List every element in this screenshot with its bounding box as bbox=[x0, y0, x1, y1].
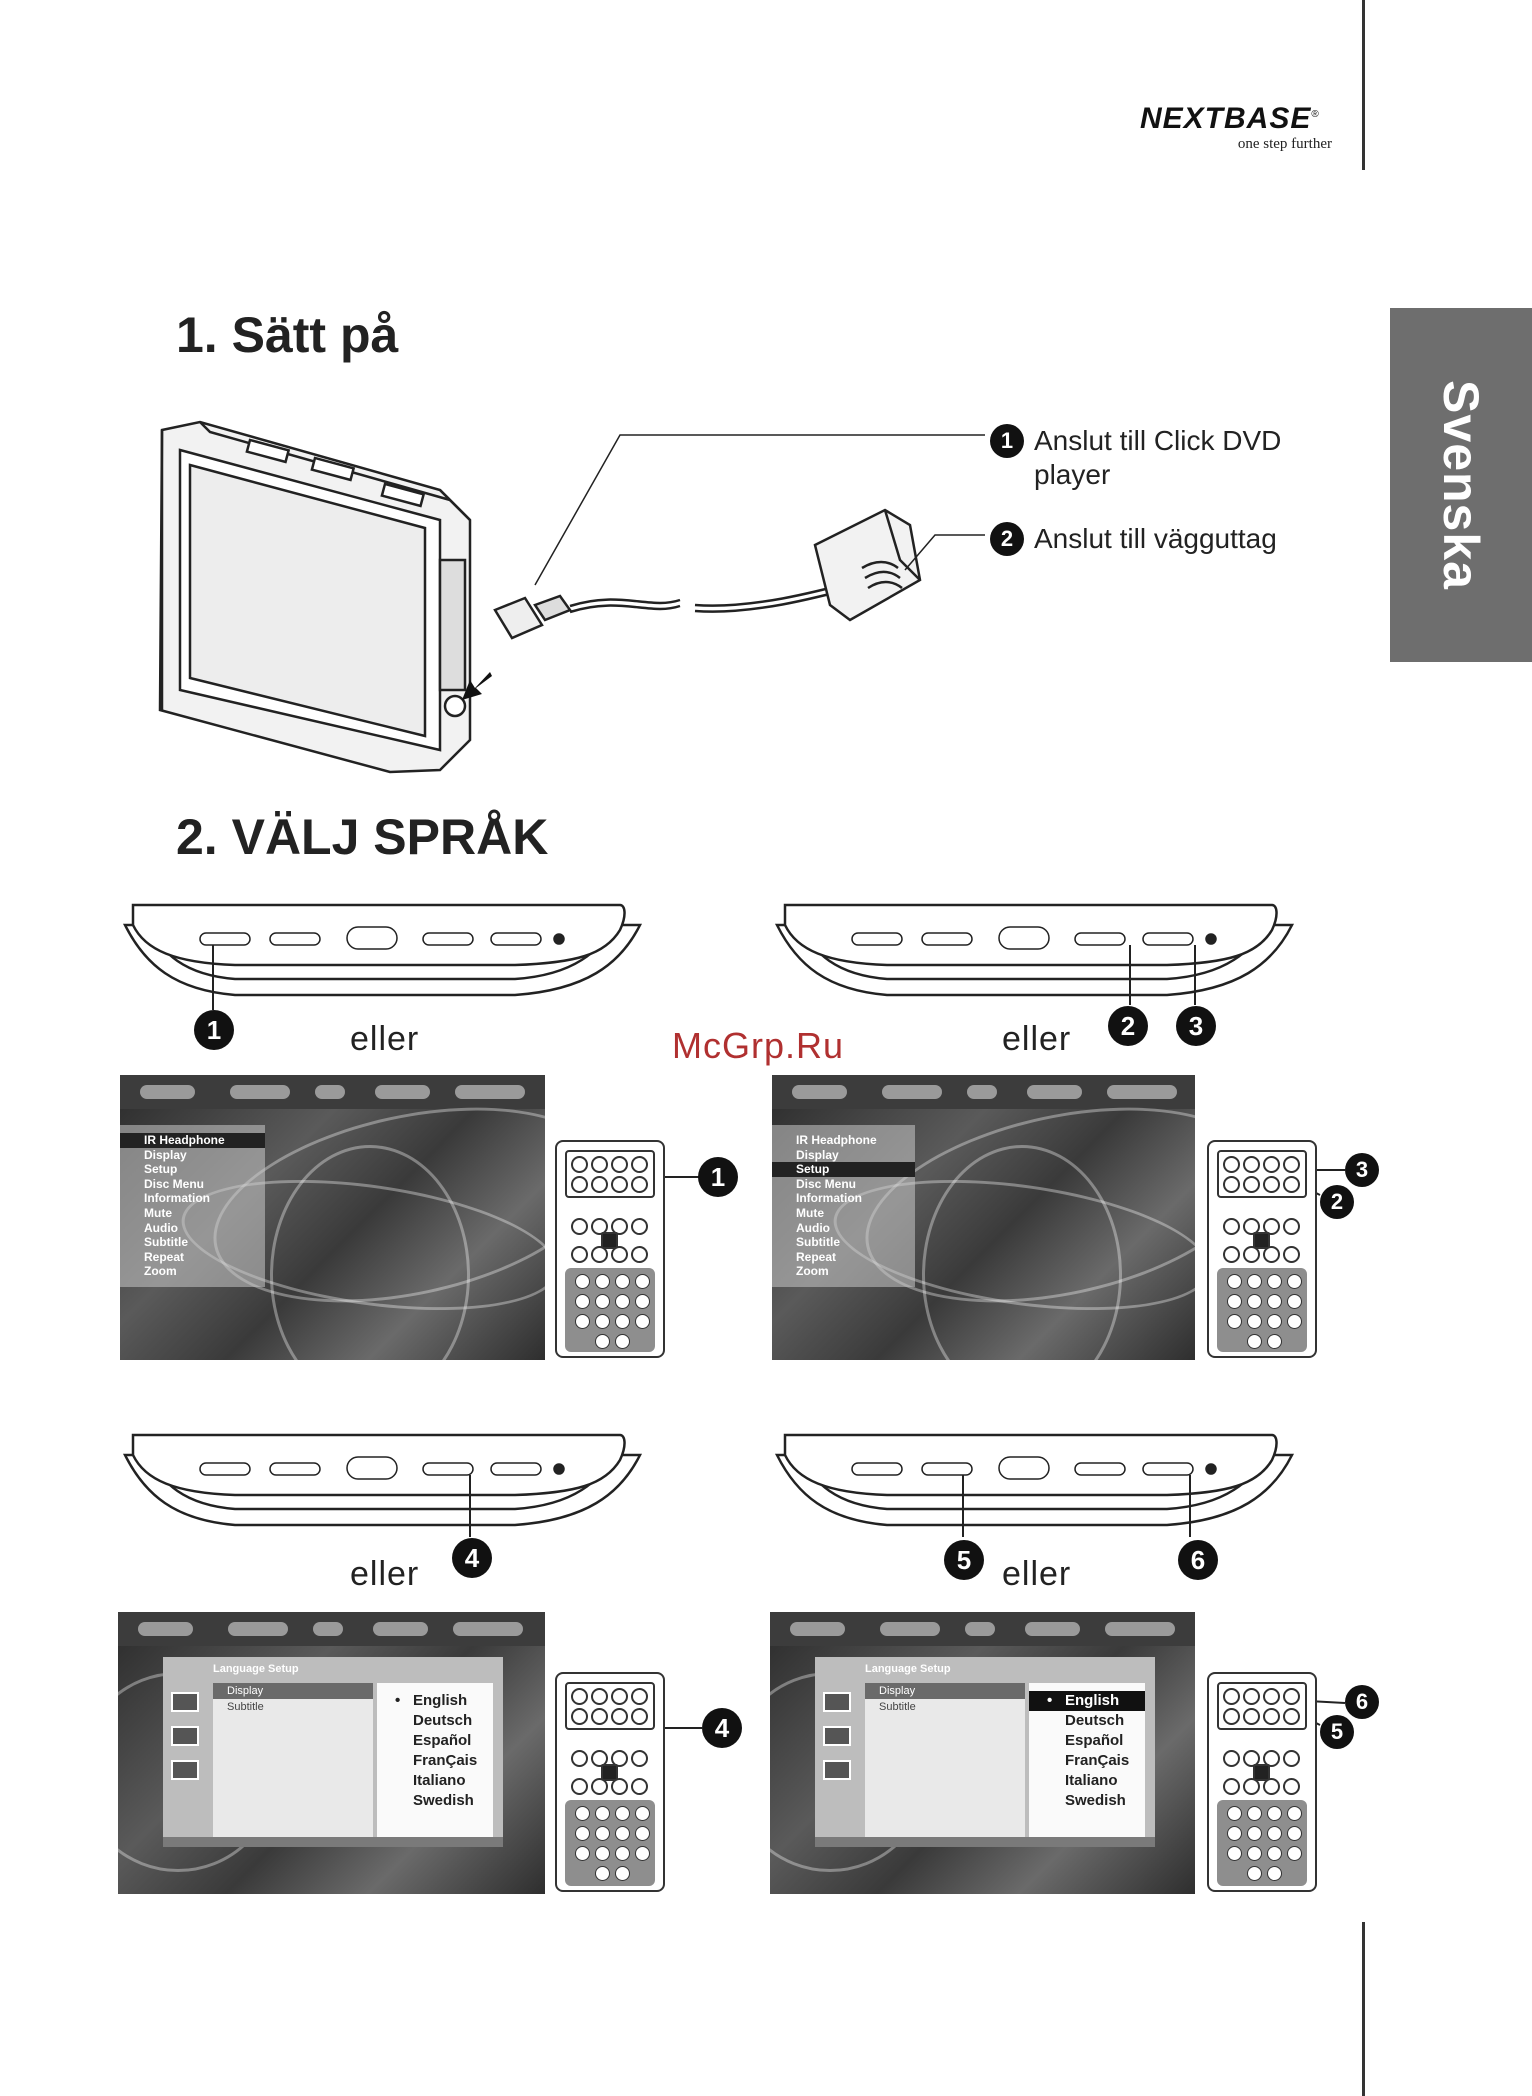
step-number-2a: 2 bbox=[1108, 1006, 1148, 1046]
language-option[interactable]: FranÇais bbox=[413, 1752, 478, 1769]
language-option[interactable]: Swedish bbox=[1065, 1792, 1126, 1809]
menu-item[interactable]: Information bbox=[796, 1191, 862, 1206]
step-number-3a: 3 bbox=[1176, 1006, 1216, 1046]
language-side-tab: Svenska bbox=[1390, 308, 1532, 662]
step-number-1b: 1 bbox=[698, 1157, 738, 1197]
section1-title: 1. Sätt på bbox=[176, 307, 399, 363]
player-top-view-2 bbox=[774, 903, 1295, 997]
step-number-4b: 4 bbox=[702, 1708, 742, 1748]
language-category[interactable]: Display bbox=[865, 1683, 1025, 1699]
setup-menu: IR Headphone Display Setup Disc Menu Inf… bbox=[772, 1125, 915, 1287]
display-icon bbox=[823, 1692, 851, 1712]
language-option[interactable]: Swedish bbox=[413, 1792, 474, 1809]
language-option[interactable]: Español bbox=[413, 1732, 472, 1749]
menu-item[interactable]: Audio bbox=[144, 1220, 178, 1235]
language-setup-screen-1: Language Setup Display Subtitle •English… bbox=[118, 1612, 545, 1894]
watermark: McGrp.Ru bbox=[672, 1025, 845, 1066]
step-number: 1 bbox=[990, 424, 1024, 458]
language-setup-screen-2: Language Setup Display Subtitle •English… bbox=[770, 1612, 1195, 1894]
player-top-view-1 bbox=[122, 903, 643, 997]
language-category[interactable]: Subtitle bbox=[879, 1701, 916, 1713]
menu-item[interactable]: Setup bbox=[772, 1162, 915, 1177]
menu-item[interactable]: Zoom bbox=[144, 1264, 177, 1279]
language-setup-panel: Language Setup Display Subtitle •English… bbox=[163, 1657, 503, 1847]
setup-menu: IR Headphone Display Setup Disc Menu Inf… bbox=[120, 1125, 265, 1287]
menu-item[interactable]: Subtitle bbox=[796, 1235, 840, 1250]
or-label: eller bbox=[350, 1555, 420, 1593]
menu-item[interactable]: Disc Menu bbox=[796, 1176, 857, 1191]
language-option[interactable]: FranÇais bbox=[1065, 1752, 1130, 1769]
video-icon bbox=[171, 1760, 199, 1780]
nextbase-logo: NEXTBASE® one step further bbox=[1140, 100, 1340, 153]
language-option[interactable]: •English bbox=[395, 1692, 468, 1709]
language-category[interactable]: Subtitle bbox=[227, 1701, 264, 1713]
callout-text: Anslut till vägguttag bbox=[1034, 523, 1277, 554]
language-option[interactable]: Italiano bbox=[1065, 1772, 1118, 1789]
menu-item[interactable]: Audio bbox=[796, 1220, 830, 1235]
section2-title: 2. VÄLJ SPRÅK bbox=[176, 809, 549, 865]
step-number-5a: 5 bbox=[944, 1540, 984, 1580]
menu-item[interactable]: Repeat bbox=[144, 1249, 185, 1264]
language-option[interactable]: Deutsch bbox=[1065, 1712, 1125, 1729]
language-option-selected[interactable]: •English bbox=[1029, 1691, 1145, 1711]
remote-control-4 bbox=[1207, 1672, 1317, 1892]
audio-icon bbox=[823, 1726, 851, 1746]
menu-item[interactable]: IR Headphone bbox=[120, 1133, 265, 1148]
display-icon bbox=[171, 1692, 199, 1712]
step-number: 2 bbox=[990, 522, 1024, 556]
menu-item[interactable]: IR Headphone bbox=[796, 1133, 877, 1147]
wall-adapter-illustration bbox=[813, 508, 922, 622]
step-number-2b: 2 bbox=[1320, 1185, 1354, 1219]
audio-icon bbox=[171, 1726, 199, 1746]
insert-arrow-icon bbox=[462, 672, 492, 700]
callout-text: Anslut till Click DVD player bbox=[1034, 425, 1282, 490]
player-top-view-3 bbox=[122, 1433, 643, 1527]
language-option[interactable]: Deutsch bbox=[413, 1712, 473, 1729]
remote-control-2 bbox=[1207, 1140, 1317, 1358]
language-option[interactable]: Español bbox=[1065, 1732, 1124, 1749]
menu-item[interactable]: Subtitle bbox=[144, 1235, 188, 1250]
brand-tagline: one step further bbox=[1237, 136, 1332, 152]
menu-item[interactable]: Zoom bbox=[796, 1264, 829, 1279]
step-number-3b: 3 bbox=[1345, 1153, 1379, 1187]
callout-connect-wall: 2 Anslut till vägguttag bbox=[990, 522, 1350, 556]
menu-item[interactable]: Display bbox=[796, 1147, 839, 1162]
language-category[interactable]: Display bbox=[213, 1683, 373, 1699]
bottom-right-rule bbox=[1362, 1922, 1365, 2096]
setup-menu-screen-2: IR Headphone Display Setup Disc Menu Inf… bbox=[772, 1075, 1195, 1360]
step-number-4a: 4 bbox=[452, 1538, 492, 1578]
remote-control-1 bbox=[555, 1140, 665, 1358]
brand-name: NEXTBASE bbox=[1140, 102, 1312, 135]
panel-title: Language Setup bbox=[865, 1663, 951, 1675]
language-option[interactable]: Italiano bbox=[413, 1772, 466, 1789]
video-icon bbox=[823, 1760, 851, 1780]
device-power-illustration bbox=[158, 420, 985, 774]
menu-item[interactable]: Information bbox=[144, 1191, 210, 1206]
callout-connect-player: 1 Anslut till Click DVD player bbox=[990, 424, 1350, 492]
menu-item[interactable]: Setup bbox=[144, 1162, 178, 1177]
player-top-view-4 bbox=[774, 1433, 1295, 1527]
menu-item[interactable]: Mute bbox=[796, 1205, 824, 1220]
setup-menu-screen-1: IR Headphone Display Setup Disc Menu Inf… bbox=[120, 1075, 545, 1360]
panel-title: Language Setup bbox=[213, 1663, 299, 1675]
menu-item[interactable]: Mute bbox=[144, 1205, 172, 1220]
language-setup-panel: Language Setup Display Subtitle •English… bbox=[815, 1657, 1155, 1847]
step-number-5b: 5 bbox=[1320, 1715, 1354, 1749]
menu-item[interactable]: Repeat bbox=[796, 1249, 837, 1264]
step-number-1a: 1 bbox=[194, 1010, 234, 1050]
top-right-rule bbox=[1362, 0, 1365, 170]
remote-control-3 bbox=[555, 1672, 665, 1892]
or-label: eller bbox=[1002, 1555, 1072, 1593]
step-number-6b: 6 bbox=[1345, 1685, 1379, 1719]
or-label: eller bbox=[1002, 1020, 1072, 1058]
menu-item[interactable]: Disc Menu bbox=[144, 1176, 205, 1191]
or-label: eller bbox=[350, 1020, 420, 1058]
menu-item[interactable]: Display bbox=[144, 1147, 187, 1162]
dvd-player-illustration bbox=[158, 420, 472, 774]
step-number-6a: 6 bbox=[1178, 1540, 1218, 1580]
